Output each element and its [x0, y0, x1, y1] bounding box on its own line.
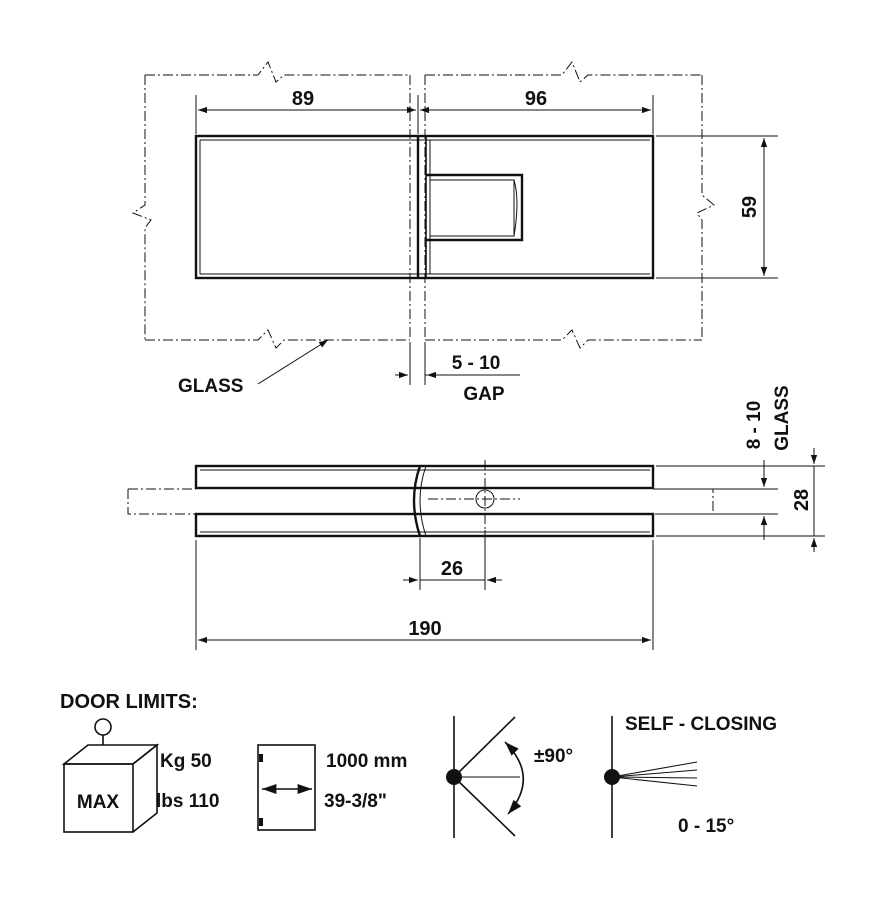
width-in: 39-3/8" — [324, 791, 387, 812]
dim-28-label: 28 — [791, 489, 813, 511]
gap-dimension: 5 - 10 GAP — [395, 342, 520, 405]
weight-icon: MAX — [61, 718, 160, 833]
dim-96-label: 96 — [525, 88, 547, 110]
self-closing-label: SELF - CLOSING — [625, 714, 777, 735]
door-width-icon — [257, 744, 316, 831]
glass-panel-outline — [131, 60, 715, 349]
side-glass-label: GLASS — [772, 385, 793, 450]
weight-box-label: MAX — [77, 792, 120, 813]
width-mm: 1000 mm — [326, 751, 407, 772]
gap-value: 5 - 10 — [452, 353, 501, 374]
self-closing-icon — [604, 716, 698, 838]
weight-lbs: lbs 110 — [156, 791, 219, 812]
dim-26-label: 26 — [441, 558, 463, 580]
side-view: 8 - 10 GLASS 28 26 190 — [127, 385, 825, 650]
dimension-26: 26 — [403, 530, 502, 590]
weight-kg: Kg 50 — [160, 751, 212, 772]
top-glass-label: GLASS — [178, 376, 243, 397]
rotation-icon — [446, 716, 525, 838]
dimension-190: 190 — [195, 540, 654, 650]
dimension-89: 89 — [195, 88, 419, 134]
dim-89-label: 89 — [292, 88, 314, 110]
rotation-label: ±90° — [534, 746, 573, 767]
dim-59-label: 59 — [739, 196, 761, 218]
door-limits: DOOR LIMITS: MAX Kg 50 lbs 110 1000 mm 3… — [60, 691, 777, 838]
gap-label: GAP — [463, 384, 505, 405]
top-view: 89 96 59 GLASS 5 - 10 GAP — [131, 60, 778, 405]
glass-thickness-dimension: 8 - 10 GLASS — [655, 385, 793, 540]
dimension-28: 28 — [656, 448, 825, 552]
dim-190-label: 190 — [408, 618, 441, 640]
glass-leader: GLASS — [178, 339, 329, 397]
dimension-96: 96 — [420, 88, 654, 134]
door-limits-title: DOOR LIMITS: — [60, 691, 198, 713]
closing-range: 0 - 15° — [678, 816, 734, 837]
hinge-plate-side — [194, 464, 655, 538]
hinge-plate-top — [194, 134, 655, 280]
dimension-59: 59 — [656, 135, 778, 279]
glass-thickness-value: 8 - 10 — [744, 401, 765, 450]
